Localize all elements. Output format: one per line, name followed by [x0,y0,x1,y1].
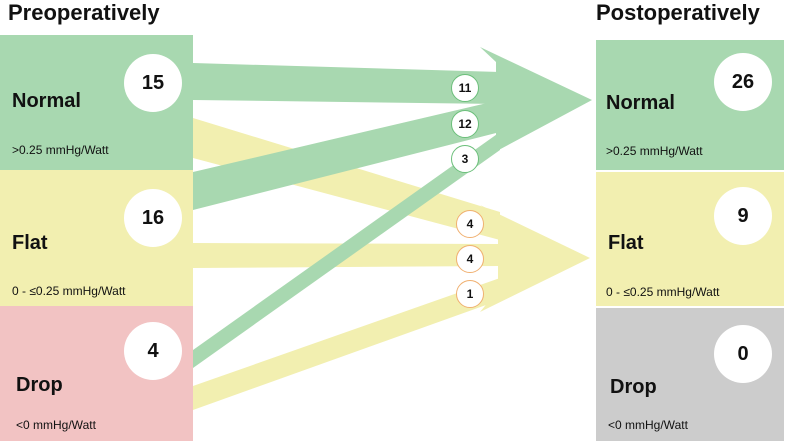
post-flat-count: 9 [714,187,772,245]
pre-heading: Preoperatively [8,0,160,25]
post-flat-box: 9 Flat 0 - ≤0.25 mmHg/Watt [596,172,784,306]
pre-flat-label: Flat [12,232,48,254]
green-arrow-head [480,47,592,160]
flow-badge-drop-to-flat: 1 [456,280,484,308]
yellow-arrow-head [480,205,590,312]
flow-drop-to-flat [193,278,500,410]
flow-badge-normal-to-flat: 4 [456,210,484,238]
post-normal-box: 26 Normal >0.25 mmHg/Watt [596,40,784,170]
pre-normal-label: Normal [12,90,81,112]
pre-normal-range: >0.25 mmHg/Watt [12,143,109,157]
post-flat-label: Flat [608,232,644,254]
pre-normal-box: 15 Normal >0.25 mmHg/Watt [0,35,193,170]
flow-normal-to-flat [193,118,500,240]
flow-flat-to-normal [193,100,500,210]
post-drop-count: 0 [714,325,772,383]
flow-badge-flat-to-flat: 4 [456,245,484,273]
pre-flat-box: 16 Flat 0 - ≤0.25 mmHg/Watt [0,170,193,306]
post-drop-range: <0 mmHg/Watt [608,418,688,432]
post-drop-label: Drop [610,376,657,398]
post-flat-range: 0 - ≤0.25 mmHg/Watt [606,285,720,299]
post-normal-range: >0.25 mmHg/Watt [606,144,703,158]
pre-drop-count: 4 [124,322,182,380]
pre-normal-count: 15 [124,54,182,112]
flow-badge-drop-to-normal: 3 [451,145,479,173]
pre-drop-label: Drop [16,374,63,396]
post-normal-label: Normal [606,92,675,114]
pre-drop-box: 4 Drop <0 mmHg/Watt [0,306,193,441]
post-heading: Postoperatively [596,0,760,25]
post-drop-box: 0 Drop <0 mmHg/Watt [596,308,784,441]
post-normal-count: 26 [714,53,772,111]
flow-drop-to-normal [193,132,500,368]
flow-normal-to-normal [193,63,500,104]
flow-badge-flat-to-normal: 12 [451,110,479,138]
pre-flat-range: 0 - ≤0.25 mmHg/Watt [12,284,126,298]
flow-badge-normal-to-normal: 11 [451,74,479,102]
pre-flat-count: 16 [124,189,182,247]
pre-drop-range: <0 mmHg/Watt [16,418,96,432]
